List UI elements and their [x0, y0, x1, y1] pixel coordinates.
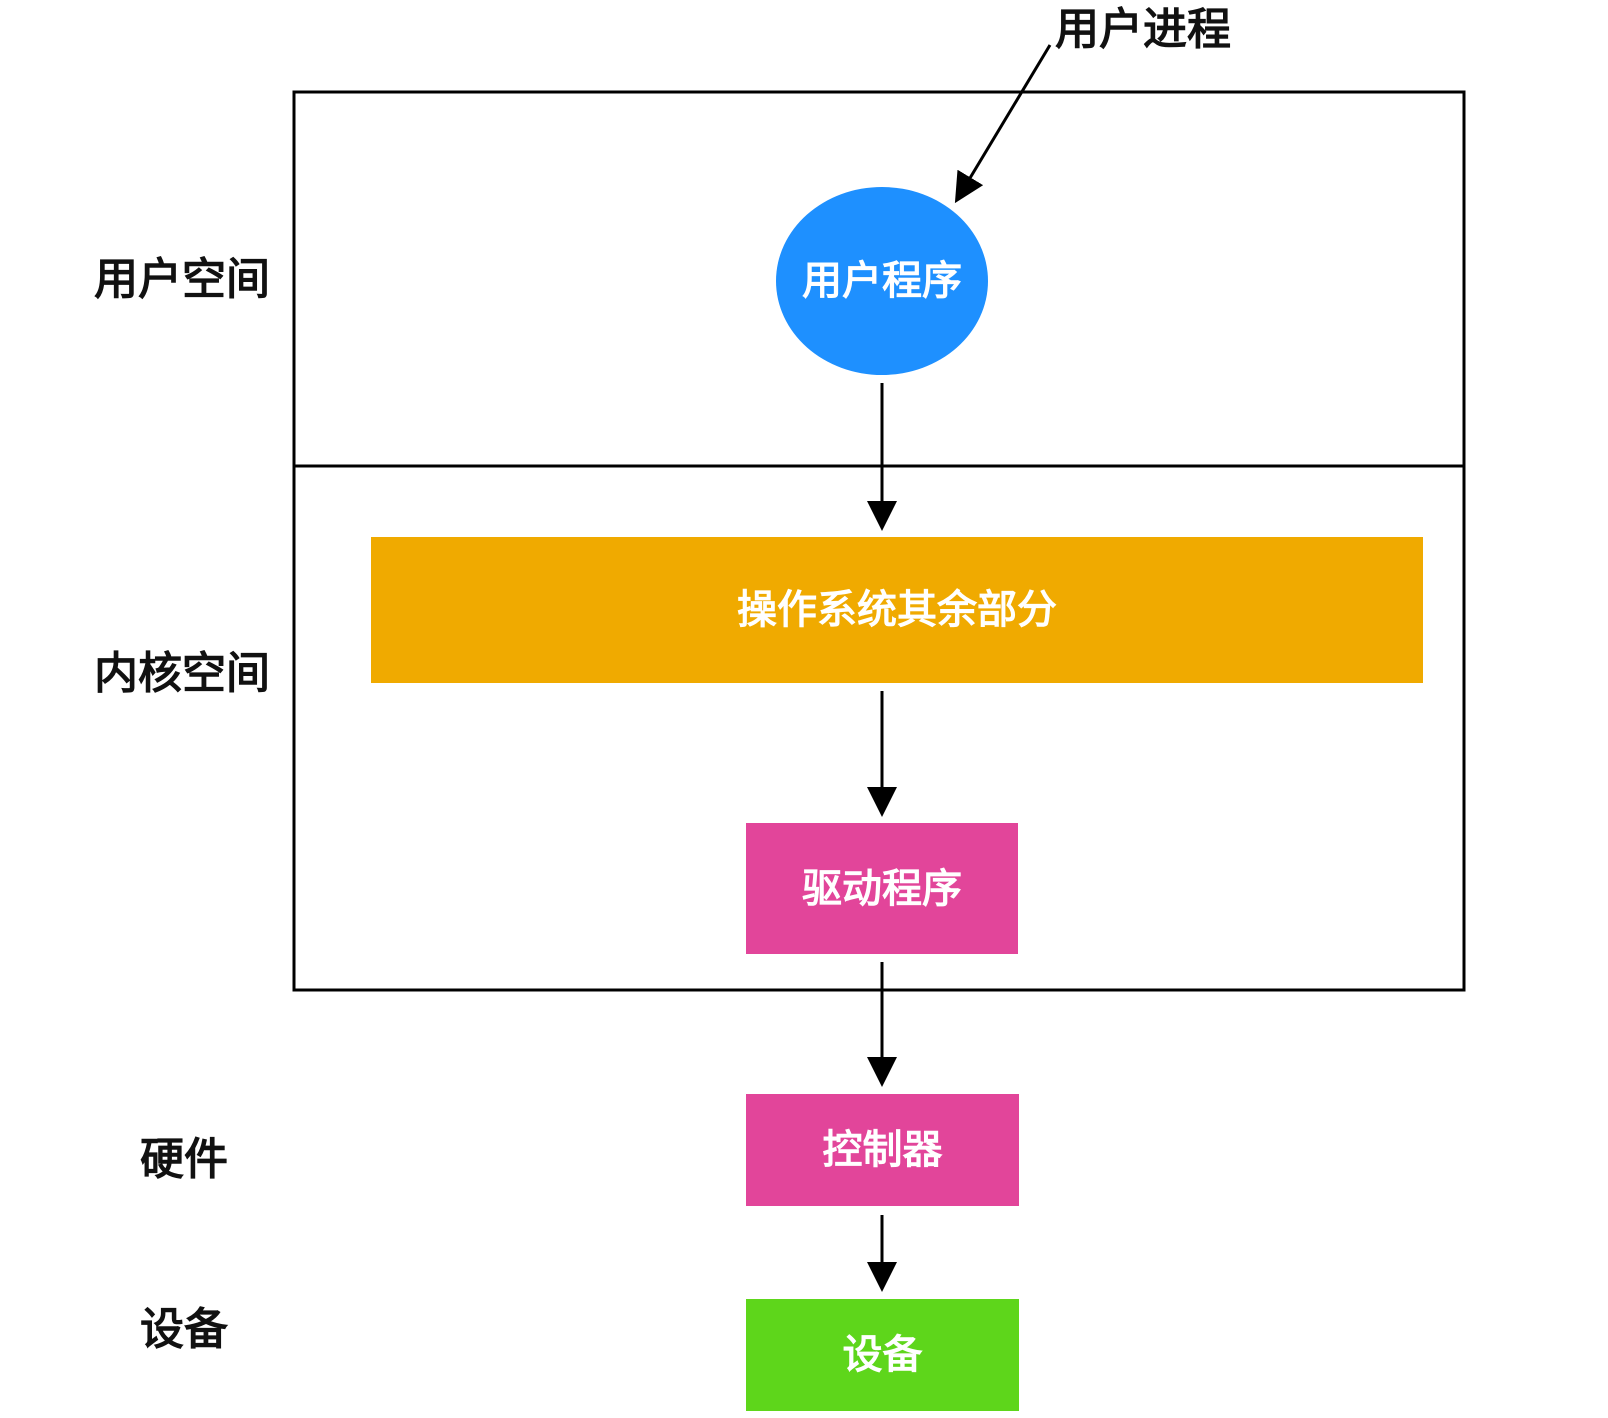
- user-process-label: 用户进程: [1055, 4, 1231, 55]
- user-space-label: 用户空间: [94, 254, 270, 305]
- driver-node: 驱动程序: [746, 823, 1018, 954]
- device-node-label: 设备: [842, 1332, 923, 1378]
- os-rest-node: 操作系统其余部分: [371, 537, 1423, 683]
- device-label: 设备: [140, 1304, 228, 1355]
- process-pointer-arrow: [954, 44, 1052, 204]
- user-program-label: 用户程序: [802, 258, 962, 304]
- user-program-node: 用户程序: [776, 187, 988, 375]
- hardware-label: 硬件: [140, 1134, 228, 1185]
- kernel-space-label: 内核空间: [94, 648, 270, 699]
- os-rest-label: 操作系统其余部分: [737, 587, 1057, 633]
- controller-label: 控制器: [822, 1127, 943, 1173]
- driver-label: 驱动程序: [802, 865, 962, 912]
- device-node: 设备: [746, 1299, 1019, 1411]
- kernel-space-frame: [292, 464, 1466, 992]
- controller-node: 控制器: [746, 1094, 1019, 1206]
